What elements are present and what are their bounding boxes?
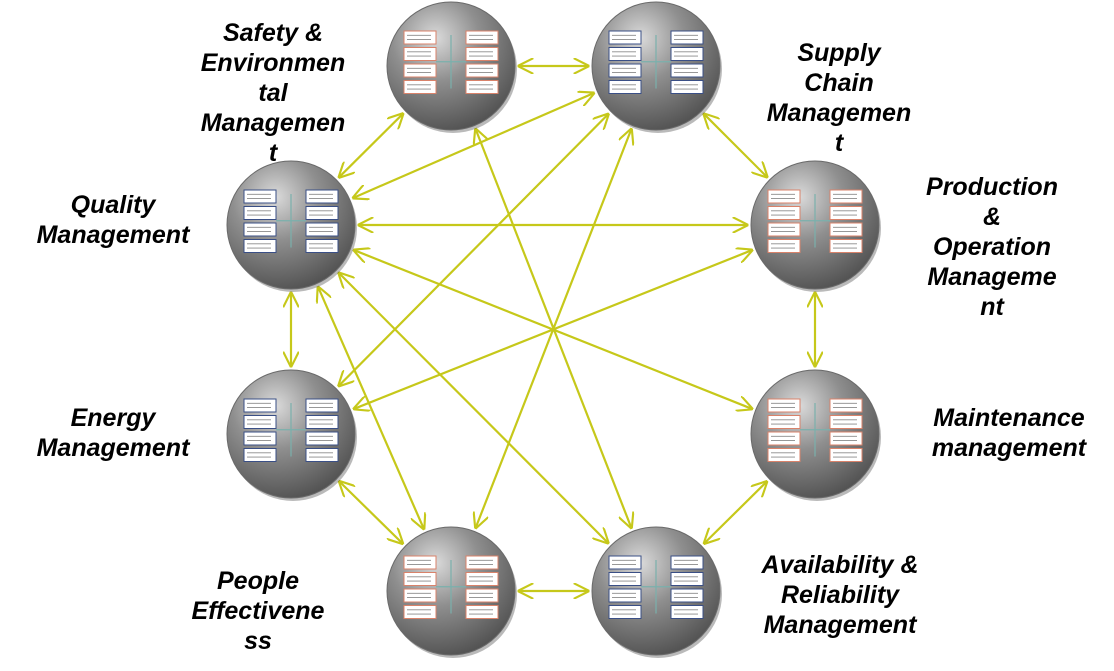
- module-box: [465, 80, 499, 94]
- module-box: [608, 63, 642, 78]
- connection-arrow-people-energy: [340, 482, 403, 544]
- module-box: [608, 572, 642, 586]
- node-maintenance: [750, 369, 881, 501]
- module-box: [403, 63, 437, 78]
- module-box: [465, 555, 499, 570]
- module-box: [829, 206, 863, 220]
- connection-arrow-energy-supply: [339, 114, 608, 385]
- module-box: [670, 555, 704, 570]
- module-box: [465, 30, 499, 45]
- connections-layer: [291, 66, 815, 591]
- module-box: [670, 80, 704, 94]
- module-box: [829, 189, 863, 204]
- module-box: [670, 63, 704, 78]
- node-supply: [591, 1, 722, 133]
- node-quality: [226, 160, 357, 292]
- connection-arrow-maintenance-availability: [704, 482, 766, 543]
- module-box: [305, 448, 339, 462]
- module-box: [403, 30, 437, 45]
- module-box: [403, 80, 437, 94]
- module-box: [243, 189, 277, 204]
- connection-arrow-people-supply: [476, 129, 632, 527]
- module-box: [767, 222, 801, 237]
- module-box: [829, 222, 863, 237]
- module-box: [305, 398, 339, 413]
- module-box: [465, 605, 499, 619]
- node-people: [386, 526, 517, 658]
- module-box: [243, 448, 277, 462]
- label-supply: Supply Chain Managemen t: [766, 39, 912, 157]
- module-box: [465, 588, 499, 603]
- module-box: [305, 222, 339, 237]
- nodes-layer: [226, 1, 881, 658]
- module-box: [829, 415, 863, 429]
- module-box: [670, 47, 704, 61]
- node-production: [750, 160, 881, 292]
- module-box: [403, 47, 437, 61]
- module-box: [608, 605, 642, 619]
- module-box: [403, 605, 437, 619]
- module-box: [403, 572, 437, 586]
- module-box: [465, 47, 499, 61]
- label-availability: Availability & Reliability Management: [761, 551, 919, 639]
- module-box: [403, 555, 437, 570]
- module-box: [670, 30, 704, 45]
- module-box: [829, 398, 863, 413]
- node-energy: [226, 369, 357, 501]
- node-availability: [591, 526, 722, 658]
- module-box: [767, 431, 801, 446]
- module-box: [465, 63, 499, 78]
- module-box: [608, 555, 642, 570]
- module-box: [305, 206, 339, 220]
- label-energy: Energy Management: [36, 404, 190, 462]
- module-box: [767, 239, 801, 253]
- module-box: [243, 222, 277, 237]
- module-box: [465, 572, 499, 586]
- module-box: [608, 588, 642, 603]
- module-box: [829, 448, 863, 462]
- module-box: [243, 415, 277, 429]
- module-box: [608, 47, 642, 61]
- label-quality: Quality Management: [36, 191, 190, 249]
- module-box: [243, 398, 277, 413]
- label-production: Production & Operation Manageme nt: [926, 173, 1058, 321]
- module-box: [243, 206, 277, 220]
- node-safety: [386, 1, 517, 133]
- connection-arrow-quality-availability: [339, 273, 608, 543]
- connection-arrow-supply-production: [704, 114, 767, 177]
- module-box: [305, 189, 339, 204]
- module-box: [608, 80, 642, 94]
- module-box: [670, 572, 704, 586]
- label-maintenance: Maintenance management: [931, 404, 1087, 462]
- module-box: [305, 239, 339, 253]
- module-box: [670, 588, 704, 603]
- module-box: [767, 206, 801, 220]
- module-box: [243, 431, 277, 446]
- module-box: [767, 398, 801, 413]
- module-box: [829, 431, 863, 446]
- module-box: [305, 415, 339, 429]
- module-box: [305, 431, 339, 446]
- module-box: [608, 30, 642, 45]
- module-box: [670, 605, 704, 619]
- module-box: [767, 415, 801, 429]
- module-box: [767, 448, 801, 462]
- label-people: People Effectivene ss: [191, 567, 325, 655]
- label-safety: Safety & Environmen tal Managemen t: [200, 19, 346, 167]
- module-box: [403, 588, 437, 603]
- module-box: [243, 239, 277, 253]
- module-box: [767, 189, 801, 204]
- module-box: [829, 239, 863, 253]
